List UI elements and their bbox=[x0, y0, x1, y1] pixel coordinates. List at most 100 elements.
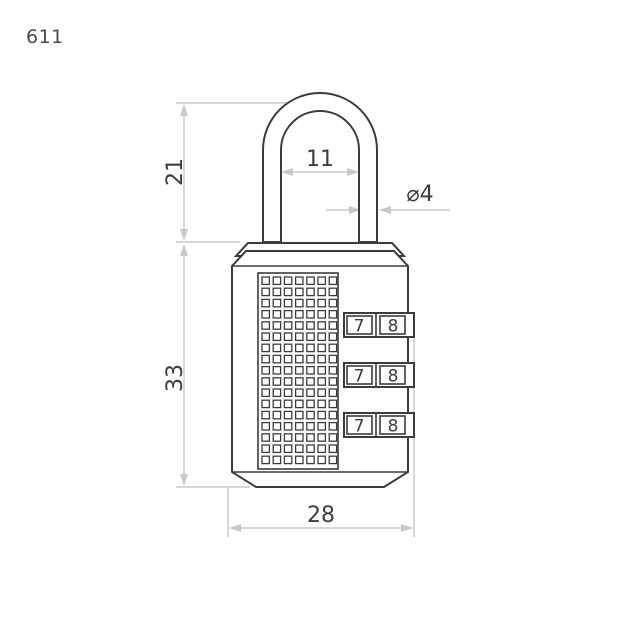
grip-cell bbox=[328, 433, 338, 442]
grip-cell bbox=[317, 298, 327, 308]
grip-cell bbox=[317, 354, 327, 364]
grip-cell bbox=[294, 309, 304, 319]
body-width-label: 28 bbox=[307, 503, 335, 528]
grip-cell bbox=[261, 421, 271, 431]
grip-cell bbox=[306, 410, 315, 420]
shackle bbox=[262, 92, 378, 243]
grip-cell bbox=[272, 410, 282, 420]
grip-cell bbox=[317, 287, 327, 297]
grip-cell bbox=[306, 309, 315, 319]
grip-cell bbox=[328, 444, 338, 454]
grip-cell bbox=[283, 276, 293, 286]
grip-cell bbox=[272, 354, 282, 364]
grip-cell bbox=[283, 455, 293, 465]
grip-cell bbox=[261, 298, 271, 308]
grip-cell bbox=[328, 455, 338, 465]
grip-cell bbox=[272, 321, 282, 330]
grip-cell bbox=[283, 399, 293, 409]
grip-grid bbox=[257, 272, 339, 470]
grip-cell bbox=[306, 388, 315, 398]
dial-left-digit: 7 bbox=[354, 417, 365, 437]
grip-cell bbox=[328, 354, 338, 364]
grip-cell bbox=[261, 455, 271, 465]
grip-cell bbox=[328, 365, 338, 375]
dial-left-digit: 7 bbox=[354, 317, 365, 337]
grip-cell bbox=[283, 377, 293, 386]
grip-cell bbox=[328, 309, 338, 319]
grip-cell bbox=[328, 321, 338, 330]
grip-cell bbox=[328, 388, 338, 398]
grip-cell bbox=[261, 287, 271, 297]
dial-left-digit: 7 bbox=[354, 367, 365, 387]
grip-cell bbox=[261, 444, 271, 454]
grip-cell bbox=[306, 298, 315, 308]
grip-cell bbox=[272, 309, 282, 319]
grip-cell bbox=[294, 354, 304, 364]
grip-cell bbox=[317, 410, 327, 420]
grip-cell bbox=[272, 444, 282, 454]
grip-cell bbox=[283, 388, 293, 398]
grip-cell bbox=[306, 455, 315, 465]
shackle-height-label: 21 bbox=[163, 158, 188, 186]
grip-cell bbox=[328, 343, 338, 353]
grip-cell bbox=[294, 444, 304, 454]
dial-right-digit: 8 bbox=[388, 417, 399, 437]
grip-cell bbox=[283, 309, 293, 319]
grip-cell bbox=[283, 365, 293, 375]
grip-cell bbox=[272, 388, 282, 398]
grip-cell bbox=[272, 332, 282, 342]
grip-cell bbox=[283, 410, 293, 420]
grip-cell bbox=[317, 332, 327, 342]
grip-cell bbox=[283, 354, 293, 364]
grip-cell bbox=[294, 455, 304, 465]
grip-cell bbox=[328, 298, 338, 308]
grip-cell bbox=[317, 343, 327, 353]
grip-cell bbox=[328, 276, 338, 286]
grip-cell bbox=[306, 343, 315, 353]
grip-cell bbox=[317, 444, 327, 454]
grip-cell bbox=[294, 343, 304, 353]
grip-cell bbox=[317, 421, 327, 431]
grip-cell bbox=[306, 321, 315, 330]
grip-cell bbox=[306, 433, 315, 442]
grip-cell bbox=[328, 377, 338, 386]
grip-cell bbox=[294, 421, 304, 431]
grip-cell bbox=[328, 287, 338, 297]
grip-cell bbox=[317, 433, 327, 442]
shackle-inner-width-label: 11 bbox=[306, 147, 334, 172]
grip-cell bbox=[294, 332, 304, 342]
grip-cell bbox=[272, 433, 282, 442]
grip-cell bbox=[261, 309, 271, 319]
grip-cell bbox=[272, 399, 282, 409]
grip-cell bbox=[306, 377, 315, 386]
grip-cell bbox=[306, 287, 315, 297]
grip-cell bbox=[272, 287, 282, 297]
grip-cell bbox=[294, 433, 304, 442]
grip-cell bbox=[272, 377, 282, 386]
grip-cell bbox=[283, 321, 293, 330]
grip-cell bbox=[261, 433, 271, 442]
grip-cell bbox=[261, 365, 271, 375]
grip-cell bbox=[283, 421, 293, 431]
grip-cell bbox=[306, 332, 315, 342]
grip-cell bbox=[294, 410, 304, 420]
grip-cell bbox=[317, 365, 327, 375]
grip-cell bbox=[283, 298, 293, 308]
grip-cell bbox=[294, 287, 304, 297]
body-height-label: 33 bbox=[163, 364, 188, 392]
grip-cell bbox=[261, 354, 271, 364]
grip-cell bbox=[306, 399, 315, 409]
grip-cell bbox=[294, 377, 304, 386]
grip-cell bbox=[317, 399, 327, 409]
grip-cell bbox=[272, 455, 282, 465]
model-number: 611 bbox=[26, 26, 64, 48]
grip-cell bbox=[272, 365, 282, 375]
grip-cell bbox=[317, 455, 327, 465]
grip-cell bbox=[283, 343, 293, 353]
grip-cell bbox=[272, 421, 282, 431]
grip-cell bbox=[261, 399, 271, 409]
